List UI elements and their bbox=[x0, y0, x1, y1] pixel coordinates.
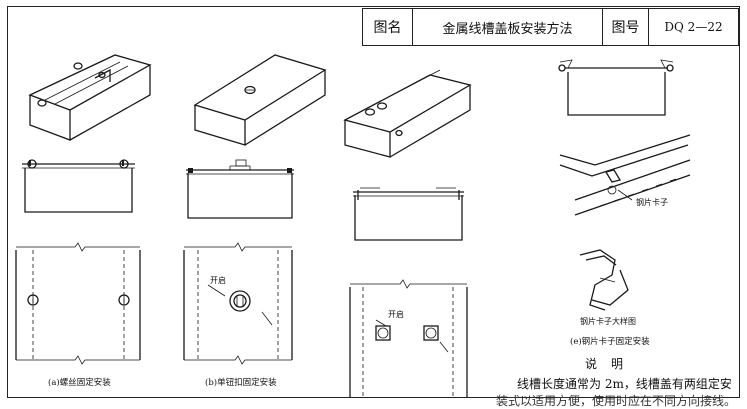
drawing-sheet: 图名 金属线槽盖板安装方法 图号 DQ 2—22 bbox=[7, 6, 740, 408]
figure-c-open-label: 开启 bbox=[388, 310, 404, 319]
trough-isometric-b bbox=[193, 54, 327, 146]
figure-b-open-label: 开启 bbox=[210, 276, 226, 285]
title-block: 图名 金属线槽盖板安装方法 图号 DQ 2—22 bbox=[362, 8, 739, 46]
notes-heading: 说明 bbox=[585, 357, 638, 371]
trough-isometric-a bbox=[28, 54, 152, 141]
figure-a-caption: (a)螺丝固定安装 bbox=[48, 378, 111, 388]
title-label: 图名 bbox=[363, 9, 413, 45]
sheet-border bbox=[7, 6, 740, 398]
notes-line-1: 线槽长度通常为 2m，线槽盖有两组定安 bbox=[517, 377, 732, 391]
trough-section-c bbox=[353, 187, 464, 241]
trough-plan-b bbox=[183, 242, 293, 365]
clip-detail-e bbox=[579, 249, 629, 311]
number-label: 图号 bbox=[603, 9, 649, 45]
figure-e-detail-label: 钢片卡子大样图 bbox=[580, 317, 636, 326]
trough-section-e bbox=[558, 59, 674, 116]
trough-isometric-e bbox=[559, 134, 691, 216]
figure-e-clip-label: 钢片卡子 bbox=[636, 198, 668, 207]
trough-section-a bbox=[22, 159, 135, 213]
trough-isometric-c bbox=[343, 69, 472, 158]
figure-e-caption: (e)钢片卡子固定安装 bbox=[570, 337, 650, 347]
drawing-title: 金属线槽盖板安装方法 bbox=[413, 9, 603, 45]
technical-drawings bbox=[15, 54, 691, 398]
trough-plan-a bbox=[15, 242, 141, 365]
trough-section-b bbox=[186, 159, 294, 219]
figure-b-caption: (b)单钮扣固定安装 bbox=[205, 378, 277, 388]
drawing-number: DQ 2—22 bbox=[664, 20, 723, 34]
trough-plan-c bbox=[349, 279, 468, 398]
notes-line-2: 装式以适用方便，使用时应在不同方向接线。 bbox=[496, 394, 737, 408]
